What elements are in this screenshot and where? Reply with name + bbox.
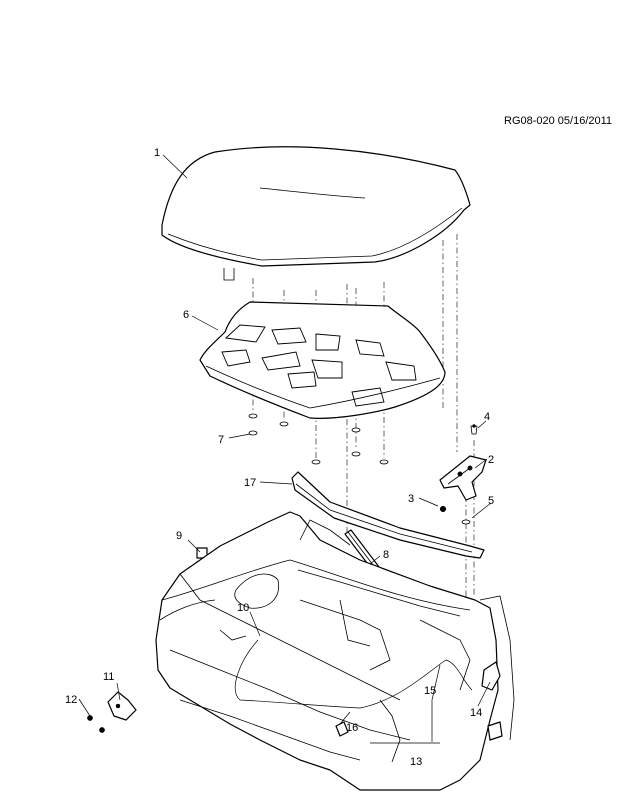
callout-2: 2 [488,454,494,466]
hood-latch [107,691,137,721]
hinge-fasteners [439,424,478,525]
callout-10: 10 [237,602,249,614]
hood-panel [161,146,471,281]
leader-lines [78,154,492,744]
callout-11: 11 [103,671,114,683]
callout-4: 4 [484,411,490,423]
callout-17: 17 [244,477,256,489]
callout-9: 9 [176,530,182,542]
hood-front-seal [291,471,485,559]
callout-6: 6 [183,309,189,321]
callout-1: 1 [154,147,160,159]
callout-7: 7 [218,434,224,446]
callout-3: 3 [408,493,414,505]
body-structure [155,511,515,791]
callout-13: 13 [410,756,422,768]
callout-8: 8 [383,549,389,561]
hood-hinge [439,455,487,501]
callout-14: 14 [470,707,482,719]
hood-release-cable [234,639,501,709]
callout-numbers: 1 2 3 4 5 6 7 8 9 10 11 12 13 14 15 16 1… [65,147,494,768]
cable-clip [335,721,349,737]
callout-12: 12 [65,694,77,706]
callout-15: 15 [424,685,436,697]
document-id: RG08-020 05/16/2011 [504,115,613,127]
callout-5: 5 [488,495,494,507]
callout-16: 16 [346,722,358,734]
hood-insulator [199,301,446,419]
insulator-clips [248,413,389,465]
release-handle [487,721,503,741]
latch-bolts [87,715,105,733]
